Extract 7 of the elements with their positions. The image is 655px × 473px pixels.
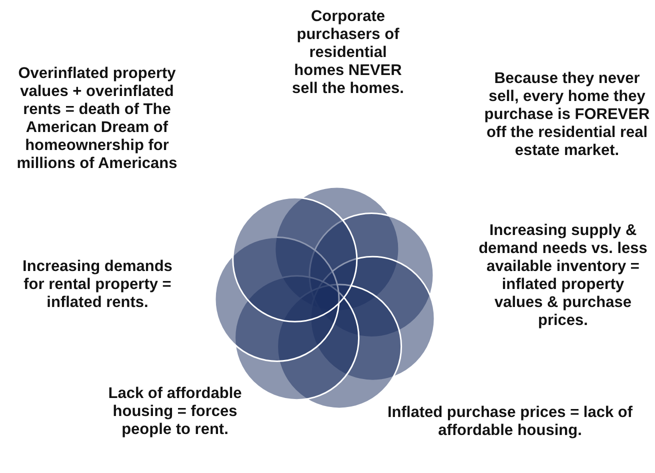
cycle-step-text: Increasing supply & demand needs vs. less available inventory = inflated property values & purchase prices. bbox=[478, 222, 648, 330]
cycle-step-text: Because they never sell, every home they purchase is FOREVER off the residential real estate market. bbox=[483, 70, 651, 160]
cycle-step-text: Corporate purchasers of residential homes NEVER sell the homes. bbox=[291, 8, 405, 98]
cycle-step-text: Inflated purchase prices = lack of affordable housing. bbox=[386, 404, 634, 440]
cycle-step-text: Increasing demands for rental property = inflated rents. bbox=[22, 258, 174, 312]
cycle-step-text: Lack of affordable housing = forces people to rent. bbox=[107, 385, 243, 439]
cycle-step-text: Overinflated property values + overinflated rents = death of The American Dream of homeownership for millions of Americans bbox=[16, 65, 178, 173]
